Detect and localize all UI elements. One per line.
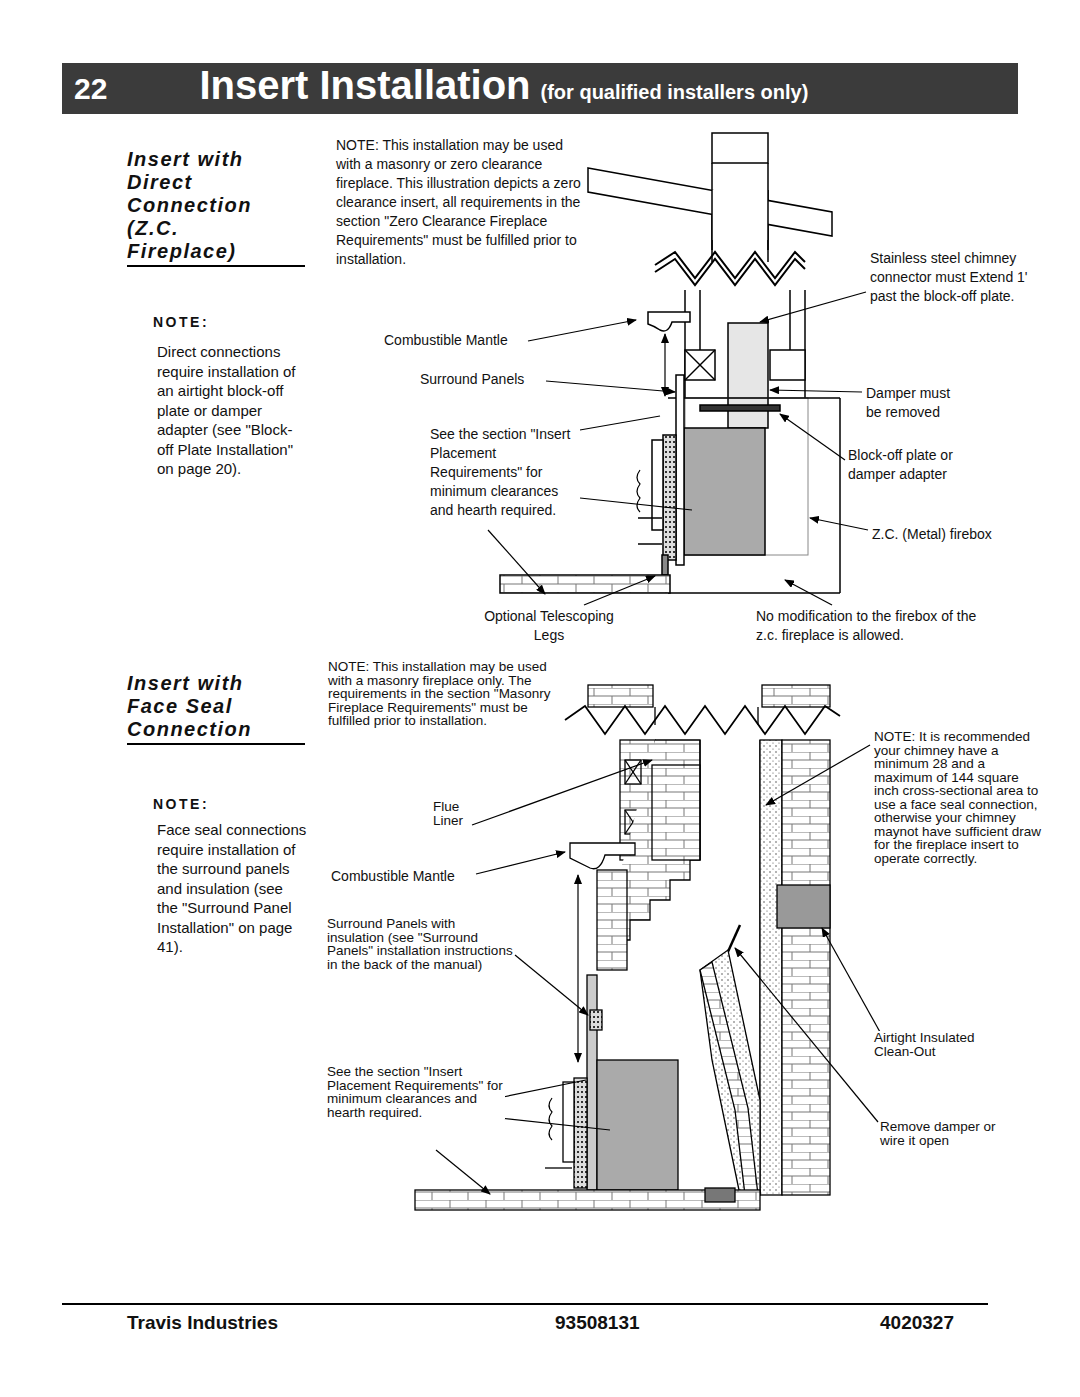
part-label: Flue Liner: [433, 800, 469, 827]
callout-text: See the section "Insert Placement Requir…: [327, 1065, 505, 1119]
callout-text: See the section "Insert Placement Requir…: [430, 425, 580, 520]
footer-company: Travis Industries: [127, 1312, 278, 1334]
part-label: Remove damper or wire it open: [880, 1120, 1010, 1147]
part-label: Z.C. (Metal) firebox: [872, 525, 992, 544]
note-text: NOTE: This installation may be used with…: [328, 660, 556, 728]
page-title: (for qualified installers only): [541, 70, 809, 114]
page-title: Insert Installation: [199, 63, 530, 107]
part-label: Airtight Insulated Clean-Out: [874, 1031, 1004, 1058]
note-text: Direct connections require installation …: [157, 342, 307, 479]
section-heading: Insert with Face Seal Connection: [127, 672, 277, 741]
title-band: 22 Insert Installation(for qualified inst…: [62, 63, 1018, 114]
part-label: Combustible Mantle: [384, 331, 508, 350]
footer-number: 4020327: [880, 1312, 954, 1334]
footer-number: 93508131: [555, 1312, 640, 1334]
note-text: NOTE: This installation may be used with…: [336, 136, 584, 269]
part-label: Optional Telescoping Legs: [484, 607, 614, 645]
part-label: Surround Panels with insulation (see "Su…: [327, 917, 513, 971]
part-label: Combustible Mantle: [331, 867, 455, 886]
note-heading: NOTE:: [153, 313, 209, 332]
part-label: Damper must be removed: [866, 384, 966, 422]
page-number: 22: [74, 67, 107, 111]
part-label: Surround Panels: [420, 370, 524, 389]
note-text: No modification to the firebox of the z.…: [756, 607, 992, 645]
note-text: Face seal connections require installati…: [157, 820, 307, 957]
part-label: Stainless steel chimney connector must E…: [870, 249, 1042, 306]
part-label: Block-off plate or damper adapter: [848, 446, 988, 484]
section-heading: Insert with Direct Connection (Z.C. Fire…: [127, 148, 277, 263]
note-heading: NOTE:: [153, 795, 209, 814]
note-text: NOTE: It is recommended your chimney hav…: [874, 730, 1042, 865]
